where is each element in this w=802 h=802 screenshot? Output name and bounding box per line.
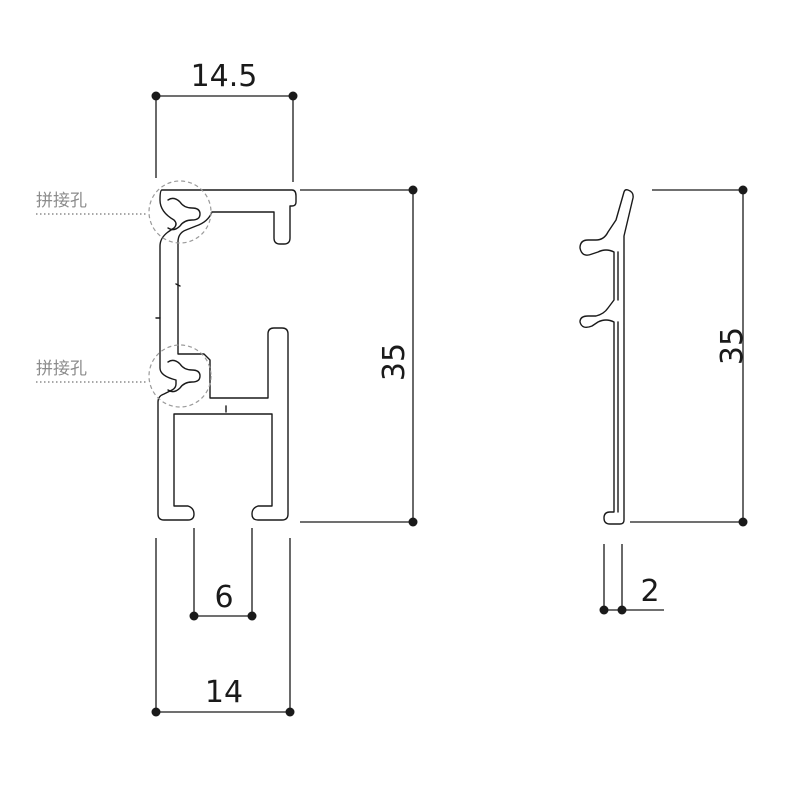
dimension-endpoint <box>408 185 418 195</box>
splice-hole-highlight <box>148 344 212 408</box>
upper-splice-hole <box>167 197 201 231</box>
right-height-value: 35 <box>715 327 750 365</box>
dimension-endpoint <box>151 707 161 717</box>
right-profile-outline <box>579 189 634 525</box>
left-height-value: 35 <box>377 343 412 381</box>
dimension-endpoint <box>738 185 748 195</box>
top-width-value: 14.5 <box>191 59 258 94</box>
lower-splice-hole <box>167 359 201 393</box>
slot-width-value: 6 <box>214 580 233 615</box>
dimension-endpoint <box>599 605 609 615</box>
wall-tick <box>175 283 181 287</box>
dimension-endpoint <box>617 605 627 615</box>
bottom-width-value: 14 <box>205 675 243 710</box>
splice-hole-label-lower: 拼接孔 <box>36 359 87 379</box>
dimension-endpoint <box>408 517 418 527</box>
dimension-endpoint <box>738 517 748 527</box>
dimension-endpoint <box>189 611 199 621</box>
right-profile: 35 2 <box>579 185 750 615</box>
dimension-endpoint <box>288 91 298 101</box>
thickness-value: 2 <box>640 574 659 609</box>
dimension-endpoint <box>151 91 161 101</box>
dimension-endpoint <box>247 611 257 621</box>
dimension-endpoint <box>285 707 295 717</box>
left-profile: 拼接孔 拼接孔 14.5 35 6 14 <box>36 59 418 717</box>
splice-hole-highlight <box>148 180 212 244</box>
splice-hole-label-upper: 拼接孔 <box>36 191 87 211</box>
left-profile-outline <box>157 189 297 521</box>
